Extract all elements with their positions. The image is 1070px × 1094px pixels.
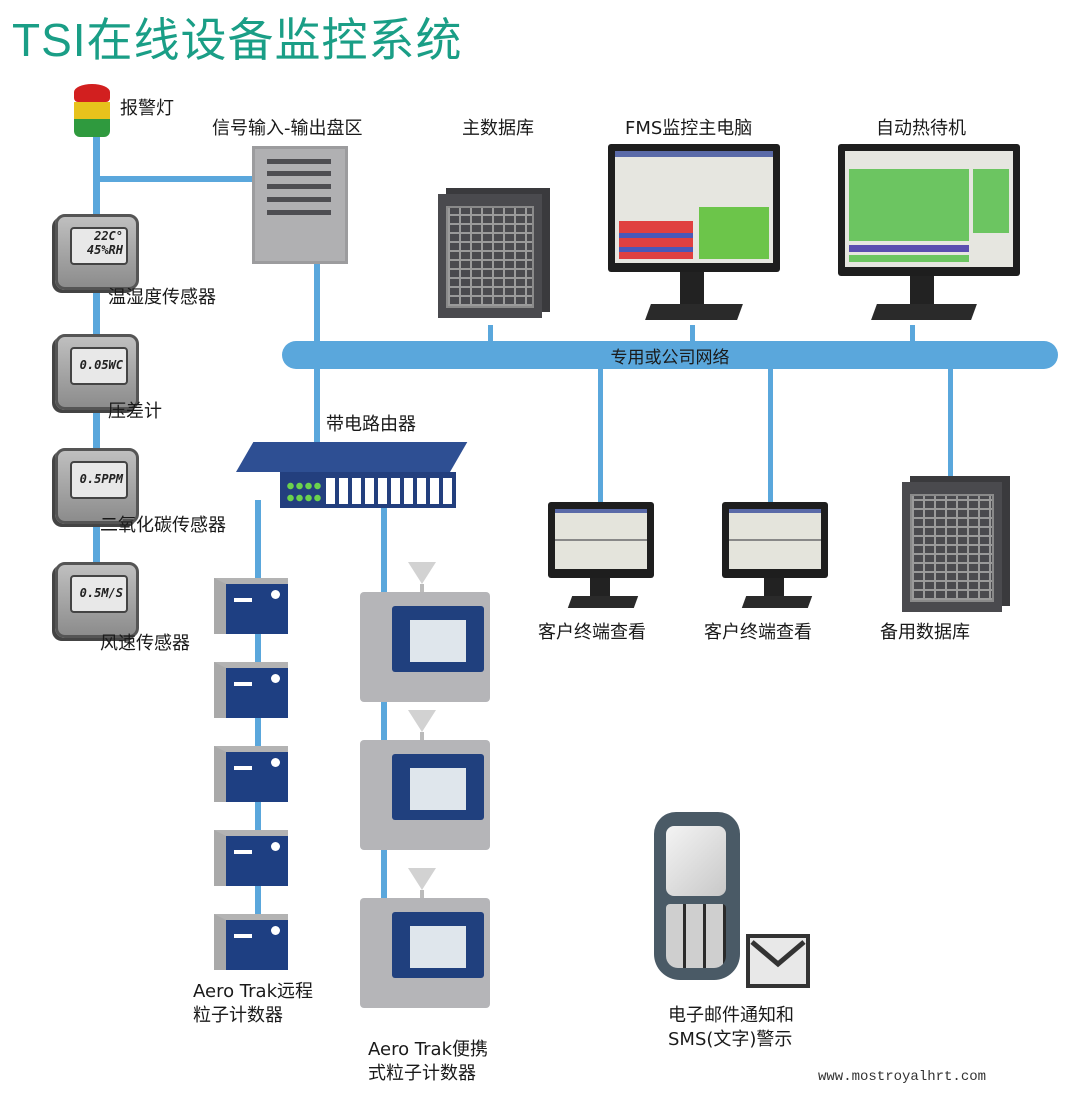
remote-counter-label-line1: Aero Trak远程 — [193, 981, 314, 1002]
client2-label: 客户终端查看 — [704, 622, 812, 643]
diff-pressure-sensor-icon: 0.05WC — [55, 334, 139, 410]
wind-speed-label: 风速传感器 — [100, 633, 190, 654]
email-envelope-icon — [746, 934, 810, 988]
client2-monitor-icon — [722, 502, 828, 612]
portable-counter-label: Aero Trak便携 式粒子计数器 — [368, 1038, 488, 1086]
io-panel-icon — [252, 146, 348, 264]
alarm-light-icon — [74, 84, 110, 138]
co2-reading: 0.5PPM — [70, 461, 128, 499]
remote-counter-icon — [214, 662, 288, 718]
hot-standby-monitor-icon — [838, 144, 1020, 324]
portable-counter-icon — [360, 562, 490, 702]
temp-humidity-sensor-icon: 22C°45%RH — [55, 214, 139, 290]
wire-bus-to-client2 — [768, 368, 773, 504]
wind-speed-reading: 0.5M/S — [70, 575, 128, 613]
router-label: 带电路由器 — [326, 414, 416, 435]
mobile-phone-icon — [654, 812, 740, 980]
network-label: 专用或公司网络 — [610, 348, 730, 368]
wire-bus-to-client1 — [598, 368, 603, 504]
wire-alarm-to-io — [93, 176, 253, 182]
portable-counter-label-line1: Aero Trak便携 — [368, 1039, 489, 1060]
wire-fms-to-bus — [690, 325, 695, 345]
alarm-light-label: 报警灯 — [120, 98, 174, 119]
wind-speed-sensor-icon: 0.5M/S — [55, 562, 139, 638]
remote-counter-icon — [214, 578, 288, 634]
wire-bus-to-backup — [948, 368, 953, 480]
humidity-reading: 45%RH — [86, 243, 123, 257]
temp-reading: 22C° — [94, 229, 123, 243]
watermark: www.mostroyalhrt.com — [818, 1069, 987, 1085]
wire-router-to-remote — [255, 500, 261, 960]
remote-counter-icon — [214, 914, 288, 970]
fms-pc-label: FMS监控主电脑 — [625, 118, 753, 139]
remote-counter-icon — [214, 746, 288, 802]
remote-counter-icon — [214, 830, 288, 886]
network-bus: 专用或公司网络 — [282, 341, 1058, 369]
portable-counter-icon — [360, 868, 490, 1008]
notification-label-line1: 电子邮件通知和 — [668, 1005, 794, 1026]
notification-label: 电子邮件通知和 SMS(文字)警示 — [668, 1004, 794, 1052]
notification-label-line2: SMS(文字)警示 — [668, 1029, 793, 1050]
router-icon — [236, 442, 468, 512]
backup-db-label: 备用数据库 — [880, 622, 970, 643]
io-panel-label: 信号输入-输出盘区 — [212, 118, 363, 139]
portable-counter-icon — [360, 710, 490, 850]
client1-monitor-icon — [548, 502, 654, 612]
wire-standby-to-bus — [910, 325, 915, 345]
main-db-server-icon — [438, 194, 542, 318]
backup-db-server-icon — [902, 482, 1002, 612]
hot-standby-label: 自动热待机 — [876, 118, 966, 139]
co2-label: 二氧化碳传感器 — [100, 515, 226, 536]
diagram-title: TSI在线设备监控系统 — [12, 14, 463, 66]
fms-monitor-icon — [608, 144, 780, 324]
wire-maindb-to-bus — [488, 325, 493, 345]
diff-pressure-label: 压差计 — [108, 401, 162, 422]
temp-humidity-label: 温湿度传感器 — [108, 287, 216, 308]
diff-pressure-reading: 0.05WC — [70, 347, 128, 385]
remote-counter-label: Aero Trak远程 粒子计数器 — [193, 980, 313, 1028]
co2-sensor-icon: 0.5PPM — [55, 448, 139, 524]
client1-label: 客户终端查看 — [538, 622, 646, 643]
portable-counter-label-line2: 式粒子计数器 — [368, 1063, 476, 1084]
main-db-label: 主数据库 — [462, 118, 534, 139]
remote-counter-label-line2: 粒子计数器 — [193, 1005, 283, 1026]
